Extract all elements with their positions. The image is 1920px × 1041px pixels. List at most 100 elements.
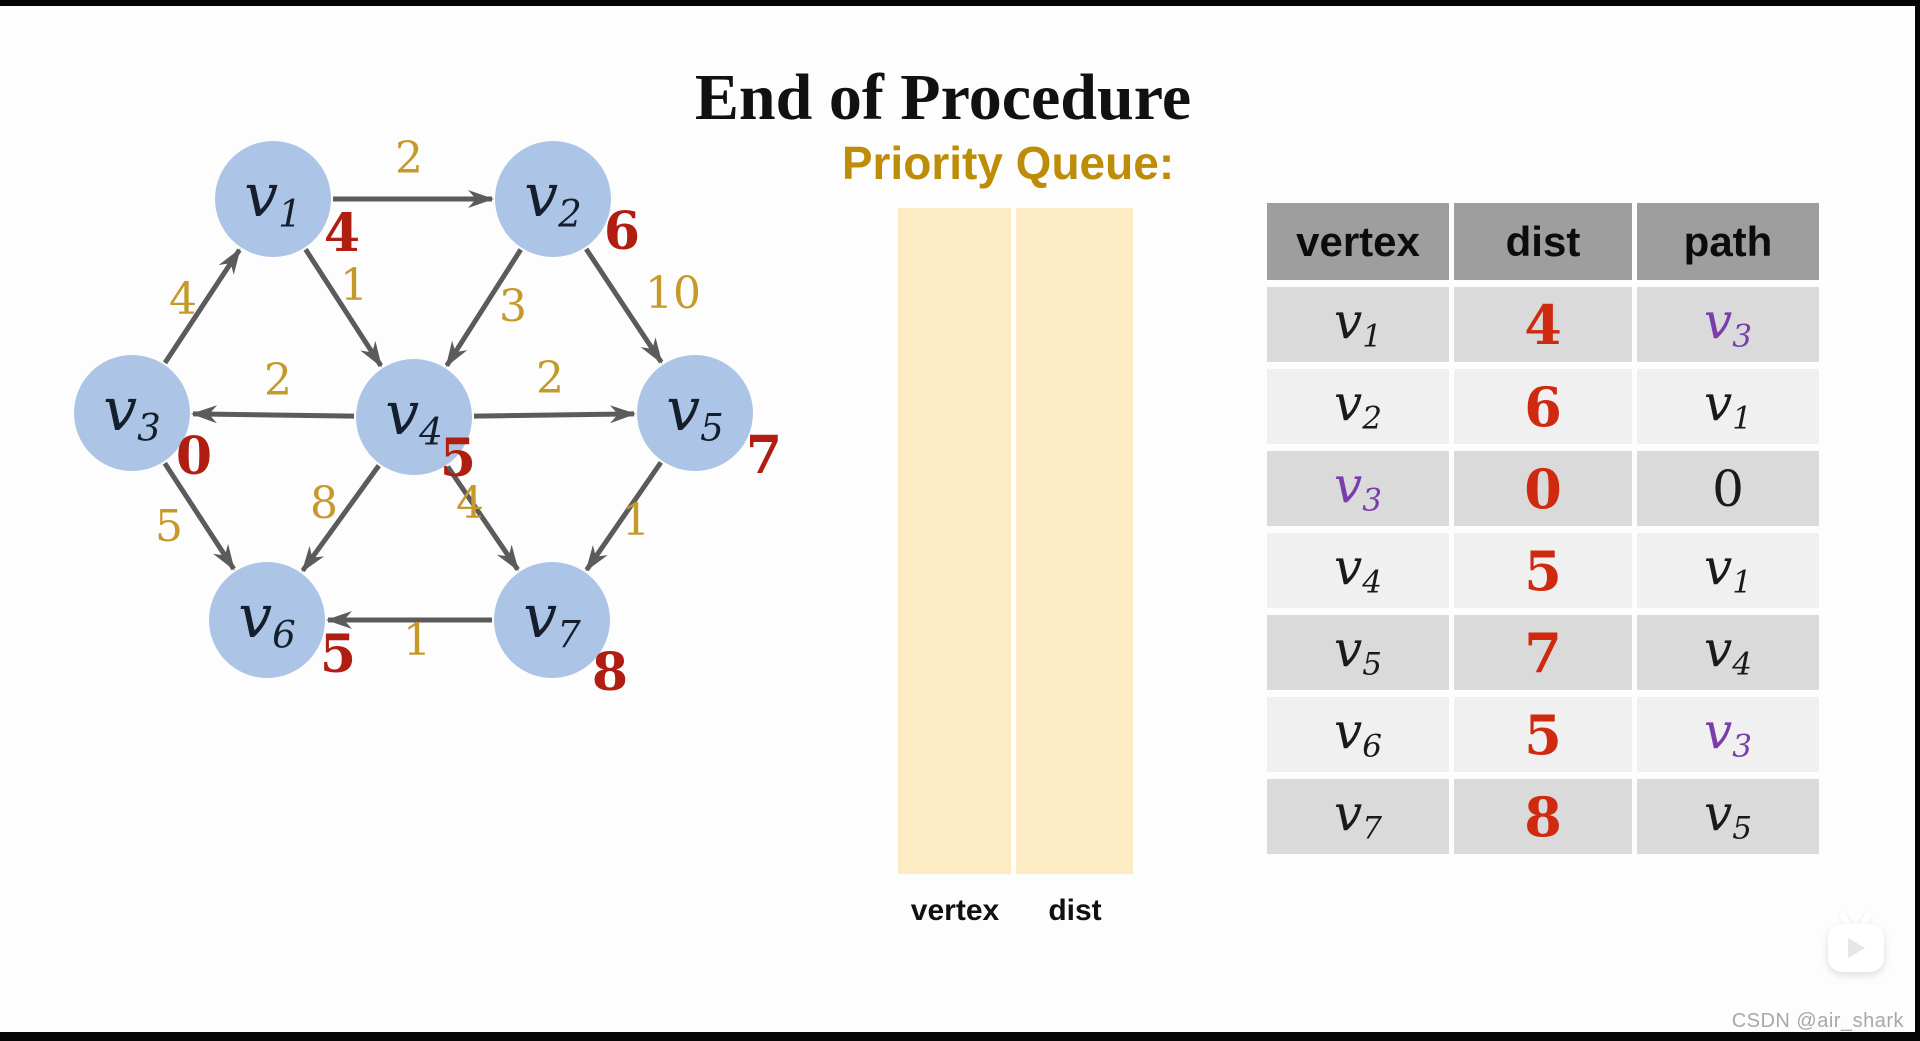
edge-weight-v4-v5: 2 <box>536 353 564 404</box>
node-label-v7: v7 <box>523 581 581 657</box>
node-dist-v6: 5 <box>319 624 357 685</box>
edge-weight-v7-v6: 1 <box>403 615 431 666</box>
letterbox-top <box>0 0 1920 6</box>
table-cell-value: v3 <box>1334 456 1382 519</box>
table-cell-dist-row5: 7 <box>1454 615 1632 690</box>
table-cell-dist-row1: 4 <box>1454 287 1632 362</box>
node-dist-v1: 4 <box>323 203 361 264</box>
edge-v4-v3 <box>190 405 355 424</box>
page-title: End of Procedure <box>694 61 1192 135</box>
table-header-path: path <box>1637 203 1819 280</box>
edge-weight-v4-v7: 4 <box>456 478 484 529</box>
watermark: CSDN @air_shark <box>1731 1010 1904 1032</box>
table-cell-value: 4 <box>1524 292 1562 357</box>
table-cell-value: 5 <box>1524 538 1562 603</box>
node-dist-v3: 0 <box>175 426 213 487</box>
table-cell-vertex-row7: v7 <box>1267 779 1449 854</box>
table-cell-path-row4: v1 <box>1637 533 1819 608</box>
table-cell-dist-row3: 0 <box>1454 451 1632 526</box>
table-cell-path-row3: 0 <box>1637 451 1819 526</box>
graph-node-v5: v5 <box>637 355 753 471</box>
edge-weight-v3-v6: 5 <box>155 501 183 552</box>
table-cell-dist-row4: 5 <box>1454 533 1632 608</box>
edge-v3-v1 <box>162 248 242 365</box>
node-label-v5: v5 <box>666 374 724 450</box>
edge-v4-v6 <box>300 464 381 573</box>
graph-node-v4: v4 <box>356 359 472 475</box>
table-cell-path-row5: v4 <box>1637 615 1819 690</box>
edge-v4-v7 <box>445 465 520 572</box>
edge-v2-v4 <box>444 248 523 368</box>
table-cell-value: 8 <box>1524 784 1562 849</box>
table-cell-path-row1: v3 <box>1637 287 1819 362</box>
table-cell-value: v4 <box>1334 538 1382 601</box>
node-dist-v7: 8 <box>591 642 629 703</box>
node-dist-v2: 6 <box>603 201 641 262</box>
table-cell-vertex-row6: v6 <box>1267 697 1449 772</box>
table-cell-value: v6 <box>1334 702 1382 765</box>
edge-v2-v5 <box>584 247 664 364</box>
priority-queue-title: Priority Queue: <box>841 137 1175 189</box>
table-cell-value: v4 <box>1704 620 1752 683</box>
table-cell-path-row6: v3 <box>1637 697 1819 772</box>
edge-weight-v2-v4: 3 <box>499 281 527 332</box>
graph-node-v1: v1 <box>215 141 331 257</box>
edge-weight-v4-v6: 8 <box>310 478 338 529</box>
graph-node-v6: v6 <box>209 562 325 678</box>
edge-v3-v6 <box>162 461 236 571</box>
graph-node-v2: v2 <box>495 141 611 257</box>
node-dist-v4: 5 <box>439 428 477 489</box>
edge-v5-v7 <box>584 460 663 572</box>
table-cell-vertex-row2: v2 <box>1267 369 1449 444</box>
edge-weight-v1-v4: 1 <box>340 260 368 311</box>
table-cell-path-row7: v5 <box>1637 779 1819 854</box>
table-cell-value: v5 <box>1334 620 1382 683</box>
edge-v4-v5 <box>473 405 637 424</box>
table-cell-value: 5 <box>1524 702 1562 767</box>
table-header-dist: dist <box>1454 203 1632 280</box>
priority-queue-dist-label: dist <box>1048 894 1102 927</box>
table-cell-vertex-row4: v4 <box>1267 533 1449 608</box>
priority-queue-dist-column <box>1016 208 1133 874</box>
edge-weight-v4-v3: 2 <box>264 355 292 406</box>
graph-node-v7: v7 <box>494 562 610 678</box>
table-cell-value: v7 <box>1334 784 1382 847</box>
table-cell-dist-row6: 5 <box>1454 697 1632 772</box>
table-cell-value: 0 <box>1524 456 1562 521</box>
edge-weight-v2-v5: 10 <box>645 268 701 319</box>
letterbox-right <box>1915 0 1920 1041</box>
edge-v1-v4 <box>303 248 383 368</box>
table-cell-dist-row2: 6 <box>1454 369 1632 444</box>
table-cell-path-row2: v1 <box>1637 369 1819 444</box>
table-cell-vertex-row5: v5 <box>1267 615 1449 690</box>
table-cell-value: 6 <box>1524 374 1562 439</box>
table-cell-value: 0 <box>1712 459 1744 518</box>
node-label-v1: v1 <box>244 160 302 236</box>
table-header-vertex: vertex <box>1267 203 1449 280</box>
letterbox-bottom <box>0 1032 1920 1041</box>
priority-queue-vertex-column <box>898 208 1011 874</box>
edge-weight-v3-v1: 4 <box>169 274 197 325</box>
video-play-icon[interactable] <box>1826 908 1888 976</box>
play-triangle-icon <box>1848 938 1865 958</box>
graph-node-v3: v3 <box>74 355 190 471</box>
table-cell-value: v3 <box>1704 292 1752 355</box>
table-cell-value: v5 <box>1704 784 1752 847</box>
edge-weight-v1-v2: 2 <box>395 133 423 184</box>
priority-queue-vertex-label: vertex <box>910 894 1000 927</box>
table-cell-value: v1 <box>1704 538 1752 601</box>
table-cell-value: v3 <box>1704 702 1752 765</box>
node-label-v4: v4 <box>385 378 443 454</box>
table-cell-vertex-row3: v3 <box>1267 451 1449 526</box>
node-dist-v5: 7 <box>745 425 783 486</box>
graph-edges <box>162 190 664 629</box>
edge-weight-v5-v7: 1 <box>622 495 650 546</box>
table-cell-value: 7 <box>1524 620 1562 685</box>
node-label-v2: v2 <box>524 160 582 236</box>
table-cell-value: v1 <box>1704 374 1752 437</box>
node-label-v3: v3 <box>103 374 161 450</box>
table-cell-value: v1 <box>1334 292 1382 355</box>
